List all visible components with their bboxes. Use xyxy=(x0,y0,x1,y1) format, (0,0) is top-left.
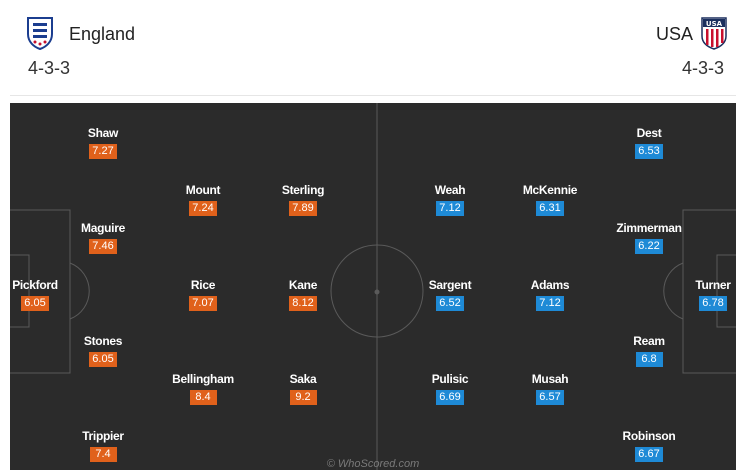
player-name: Mount xyxy=(185,183,221,197)
player-rating: 6.52 xyxy=(436,296,464,311)
player-rating: 6.53 xyxy=(635,144,663,159)
home-player-left-back[interactable]: Shaw 7.27 xyxy=(58,126,148,159)
player-rating: 6.22 xyxy=(635,239,663,254)
player-rating: 6.31 xyxy=(536,201,564,216)
player-rating: 7.4 xyxy=(89,447,117,462)
player-name: Shaw xyxy=(87,126,119,140)
away-player-right-back[interactable]: Dest 6.53 xyxy=(604,126,694,159)
away-player-forward-center[interactable]: Sargent 6.52 xyxy=(405,278,495,311)
player-rating: 6.05 xyxy=(21,296,49,311)
home-player-midfielder-center[interactable]: Rice 7.07 xyxy=(158,278,248,311)
home-player-forward-right[interactable]: Saka 9.2 xyxy=(258,372,348,405)
player-name: Maguire xyxy=(81,221,125,235)
player-rating: 6.78 xyxy=(699,296,727,311)
player-name: Weah xyxy=(434,183,466,197)
player-rating: 7.24 xyxy=(189,201,217,216)
player-name: Trippier xyxy=(82,429,124,443)
player-name: Saka xyxy=(289,372,317,386)
player-name: McKennie xyxy=(522,183,578,197)
away-team-name[interactable]: USA xyxy=(655,24,693,44)
svg-text:USA: USA xyxy=(706,20,723,28)
player-name: Zimmerman xyxy=(616,221,682,235)
player-name: Robinson xyxy=(622,429,676,443)
away-player-midfielder-left[interactable]: Musah 6.57 xyxy=(505,372,595,405)
player-name: Sargent xyxy=(428,278,472,292)
player-rating: 6.8 xyxy=(635,352,663,367)
lineup-header: England 4-3-3 USA USA 4-3-3 xyxy=(10,0,736,96)
player-name: Pickford xyxy=(12,278,58,292)
player-name: Adams xyxy=(530,278,570,292)
usa-crest-icon: USA xyxy=(701,17,727,50)
player-name: Sterling xyxy=(281,183,325,197)
home-player-midfielder-left[interactable]: Mount 7.24 xyxy=(158,183,248,216)
player-name: Bellingham xyxy=(172,372,234,386)
home-team-name[interactable]: England xyxy=(69,24,136,44)
player-rating: 7.46 xyxy=(89,239,117,254)
player-name: Ream xyxy=(633,334,665,348)
player-rating: 6.69 xyxy=(436,390,464,405)
player-rating: 8.12 xyxy=(289,296,317,311)
away-player-goalkeeper[interactable]: Turner 6.78 xyxy=(668,278,736,311)
home-player-forward-left[interactable]: Sterling 7.89 xyxy=(258,183,348,216)
player-name: Dest xyxy=(636,126,662,140)
player-name: Turner xyxy=(695,278,731,292)
away-player-center-back-left[interactable]: Ream 6.8 xyxy=(604,334,694,367)
home-player-forward-center[interactable]: Kane 8.12 xyxy=(258,278,348,311)
player-rating: 7.07 xyxy=(189,296,217,311)
pitch: Pickford 6.05 Shaw 7.27 Maguire 7.46 Sto… xyxy=(10,103,736,470)
player-rating: 8.4 xyxy=(189,390,217,405)
away-player-left-back[interactable]: Robinson 6.67 xyxy=(604,429,694,462)
player-name: Rice xyxy=(190,278,216,292)
player-name: Kane xyxy=(288,278,318,292)
home-formation: 4-3-3 xyxy=(28,58,71,78)
away-player-midfielder-center[interactable]: Adams 7.12 xyxy=(505,278,595,311)
player-rating: 9.2 xyxy=(289,390,317,405)
watermark: © WhoScored.com xyxy=(326,458,420,470)
home-player-center-back-right[interactable]: Stones 6.05 xyxy=(58,334,148,367)
pitch-markings xyxy=(10,103,736,470)
player-rating: 6.05 xyxy=(89,352,117,367)
player-rating: 7.27 xyxy=(89,144,117,159)
away-player-forward-right[interactable]: Weah 7.12 xyxy=(405,183,495,216)
away-formation: 4-3-3 xyxy=(681,58,724,78)
player-name: Stones xyxy=(83,334,123,348)
away-player-forward-left[interactable]: Pulisic 6.69 xyxy=(405,372,495,405)
player-name: Musah xyxy=(531,372,569,386)
away-player-midfielder-right[interactable]: McKennie 6.31 xyxy=(505,183,595,216)
away-player-center-back-right[interactable]: Zimmerman 6.22 xyxy=(604,221,694,254)
player-name: Pulisic xyxy=(431,372,469,386)
player-rating: 7.12 xyxy=(536,296,564,311)
home-player-center-back-left[interactable]: Maguire 7.46 xyxy=(58,221,148,254)
home-player-midfielder-right[interactable]: Bellingham 8.4 xyxy=(158,372,248,405)
player-rating: 7.12 xyxy=(436,201,464,216)
home-player-goalkeeper[interactable]: Pickford 6.05 xyxy=(10,278,80,311)
player-rating: 6.57 xyxy=(536,390,564,405)
england-crest-icon xyxy=(27,17,53,50)
player-rating: 7.89 xyxy=(289,201,317,216)
player-rating: 6.67 xyxy=(635,447,663,462)
home-player-right-back[interactable]: Trippier 7.4 xyxy=(58,429,148,462)
